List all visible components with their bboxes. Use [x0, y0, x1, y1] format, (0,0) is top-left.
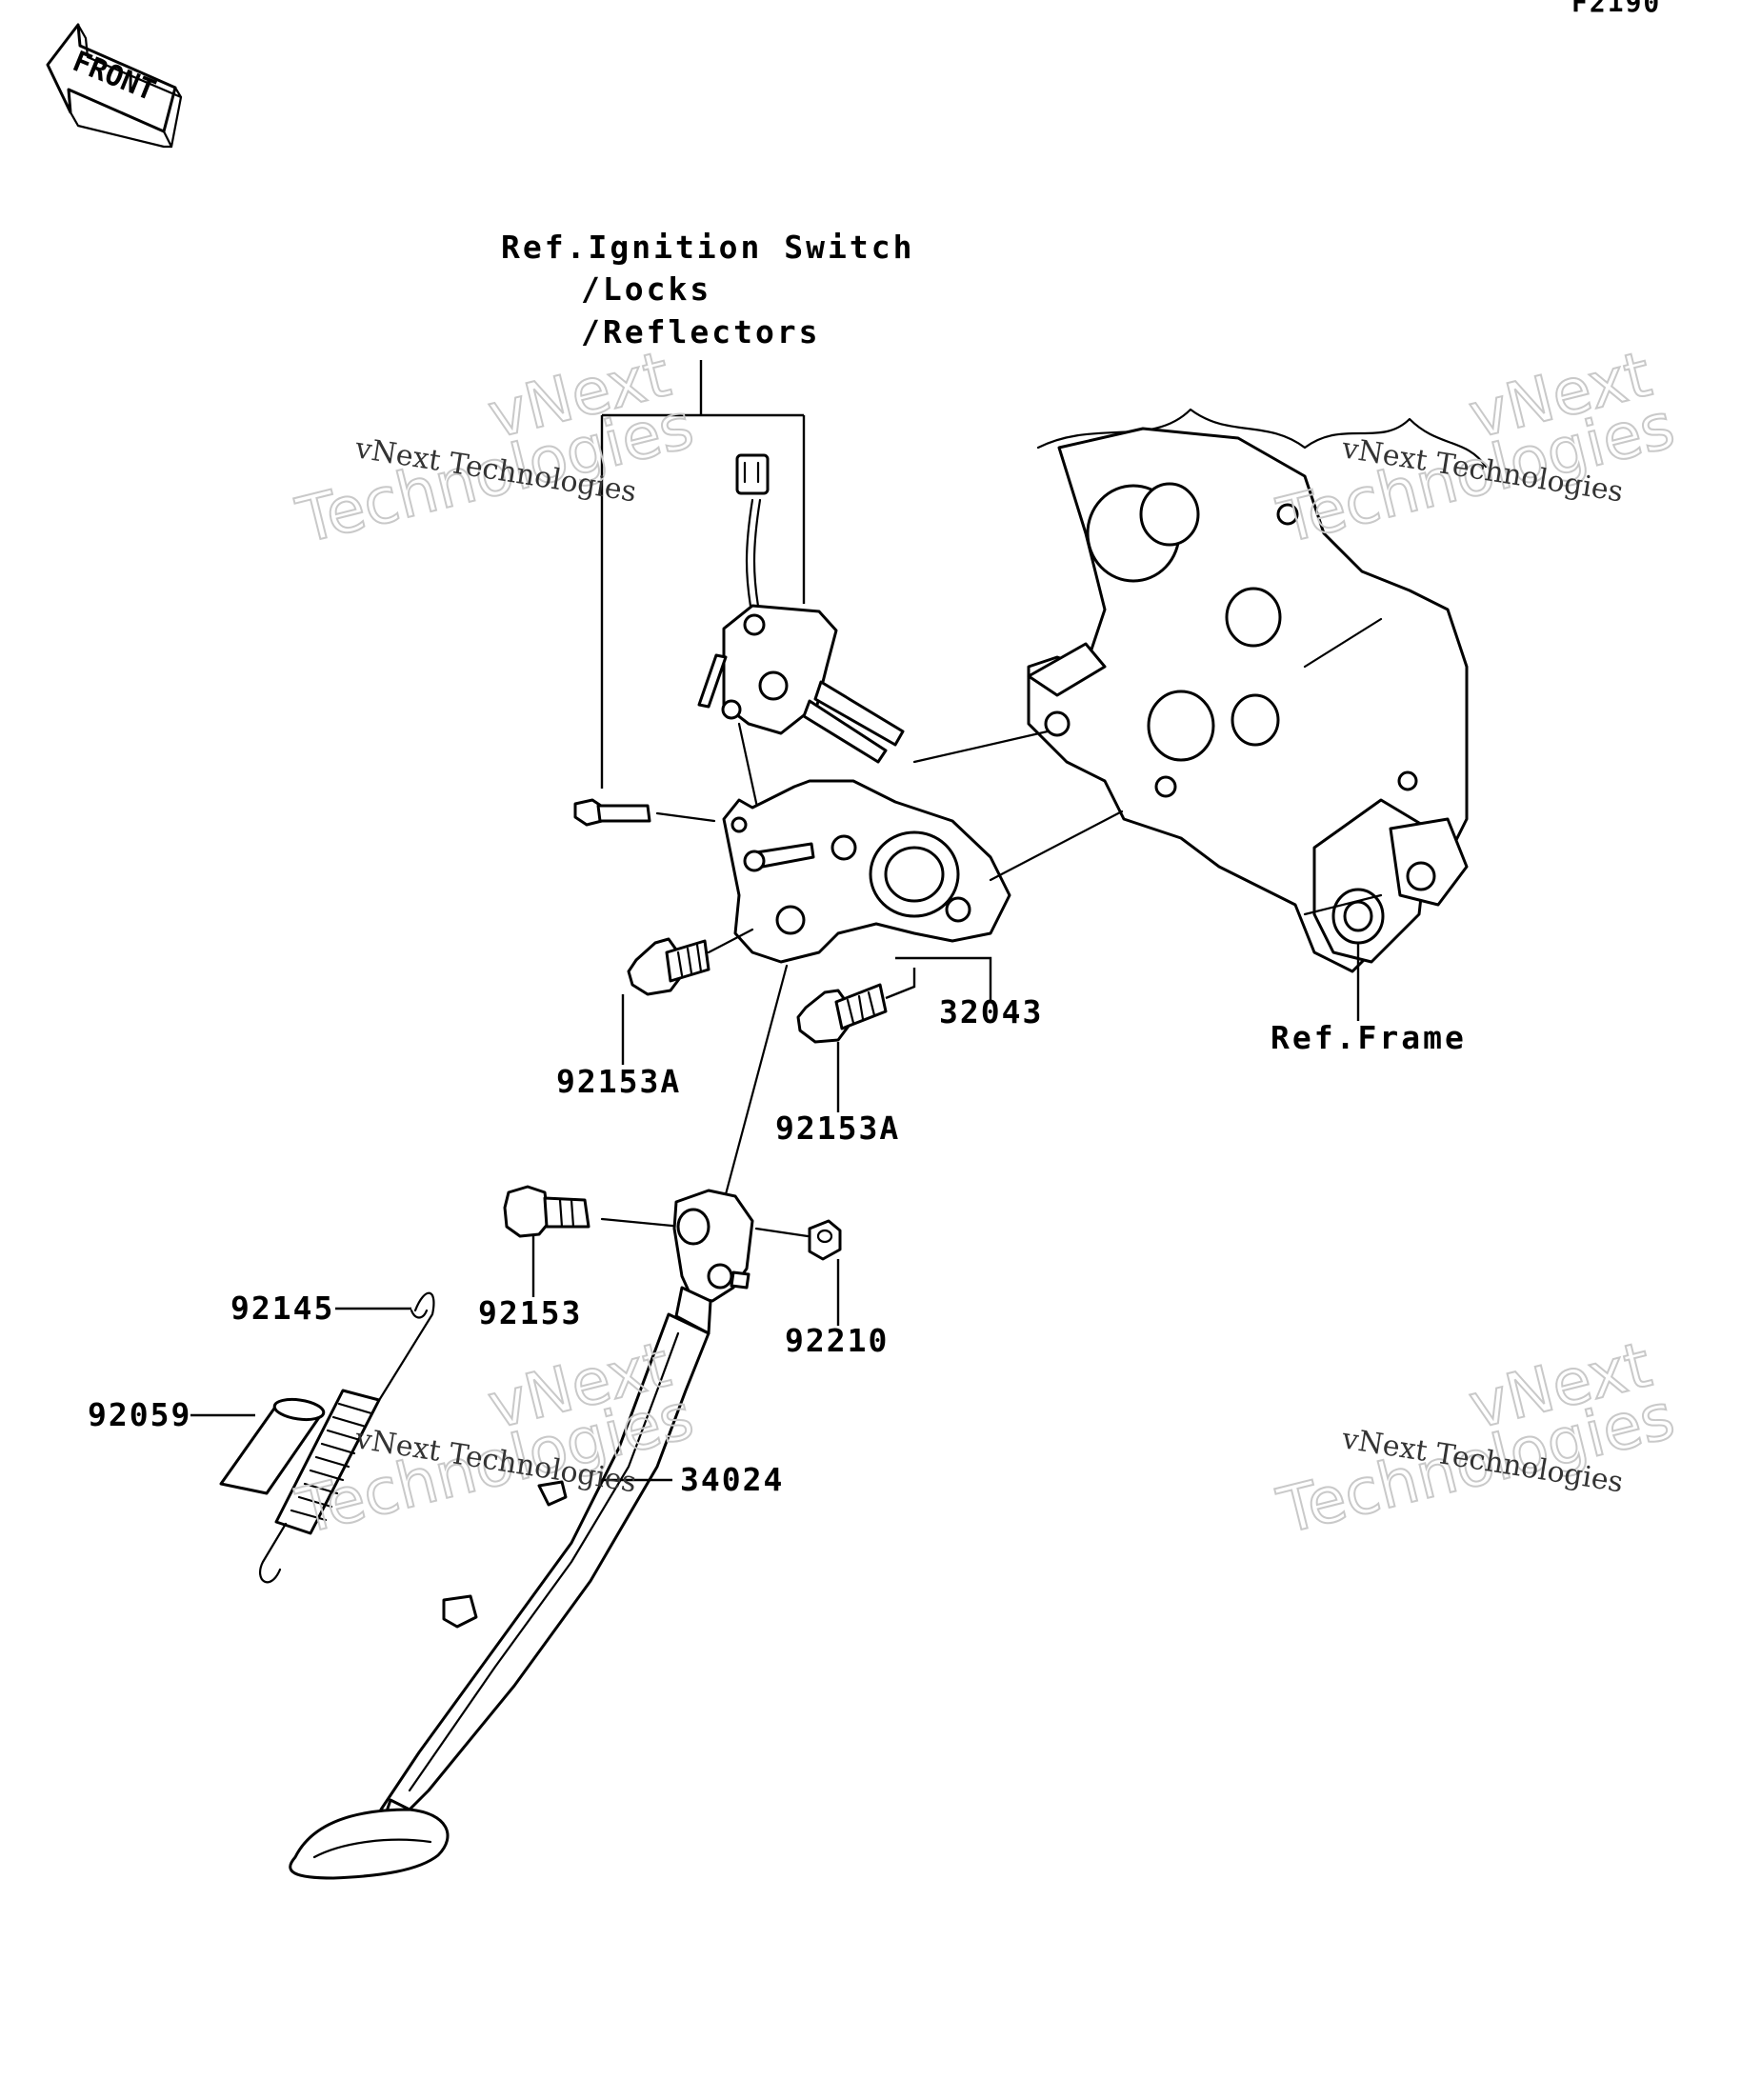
watermark-top-right: vNext Technologies vNext Technologies: [1270, 336, 1682, 559]
ref-locks-label: /Locks: [581, 270, 711, 308]
sleeve-92059: [219, 1397, 326, 1495]
side-stand-switch: [697, 453, 905, 813]
watermark-top-left: vNext Technologies vNext Technologies: [289, 336, 701, 559]
ref-ignition-leader: [600, 360, 806, 789]
part-number-92153A-lower: 92153A: [775, 1110, 900, 1147]
leader-32043: [895, 956, 992, 1000]
ref-ignition-switch-label: Ref.Ignition Switch: [501, 229, 915, 266]
part-number-34024: 34024: [680, 1461, 784, 1498]
bolt-92153A-lower: [796, 968, 916, 1044]
spring-92145: [258, 1291, 435, 1584]
watermark-bottom-right: vNext Technologies vNext Technologies: [1270, 1327, 1682, 1550]
frame-reference: [1027, 408, 1488, 973]
bracket-small-bolt: [573, 798, 716, 827]
part-number-92210: 92210: [785, 1322, 889, 1359]
sheet-code: F2190: [1571, 0, 1661, 18]
stand-bracket: [722, 730, 1124, 964]
pivot-bolt-92153: [503, 1185, 684, 1238]
front-arrow-icon: FRONT: [46, 23, 183, 149]
bolt-92153A-upper: [627, 928, 754, 996]
ref-frame-label: Ref.Frame: [1271, 1019, 1467, 1056]
nut-92210: [754, 1219, 842, 1261]
part-number-92153: 92153: [478, 1294, 582, 1331]
part-number-92153A-upper: 92153A: [556, 1063, 681, 1100]
part-number-92145: 92145: [230, 1290, 334, 1327]
ref-reflectors-label: /Reflectors: [581, 313, 821, 350]
part-number-92059: 92059: [88, 1396, 191, 1433]
